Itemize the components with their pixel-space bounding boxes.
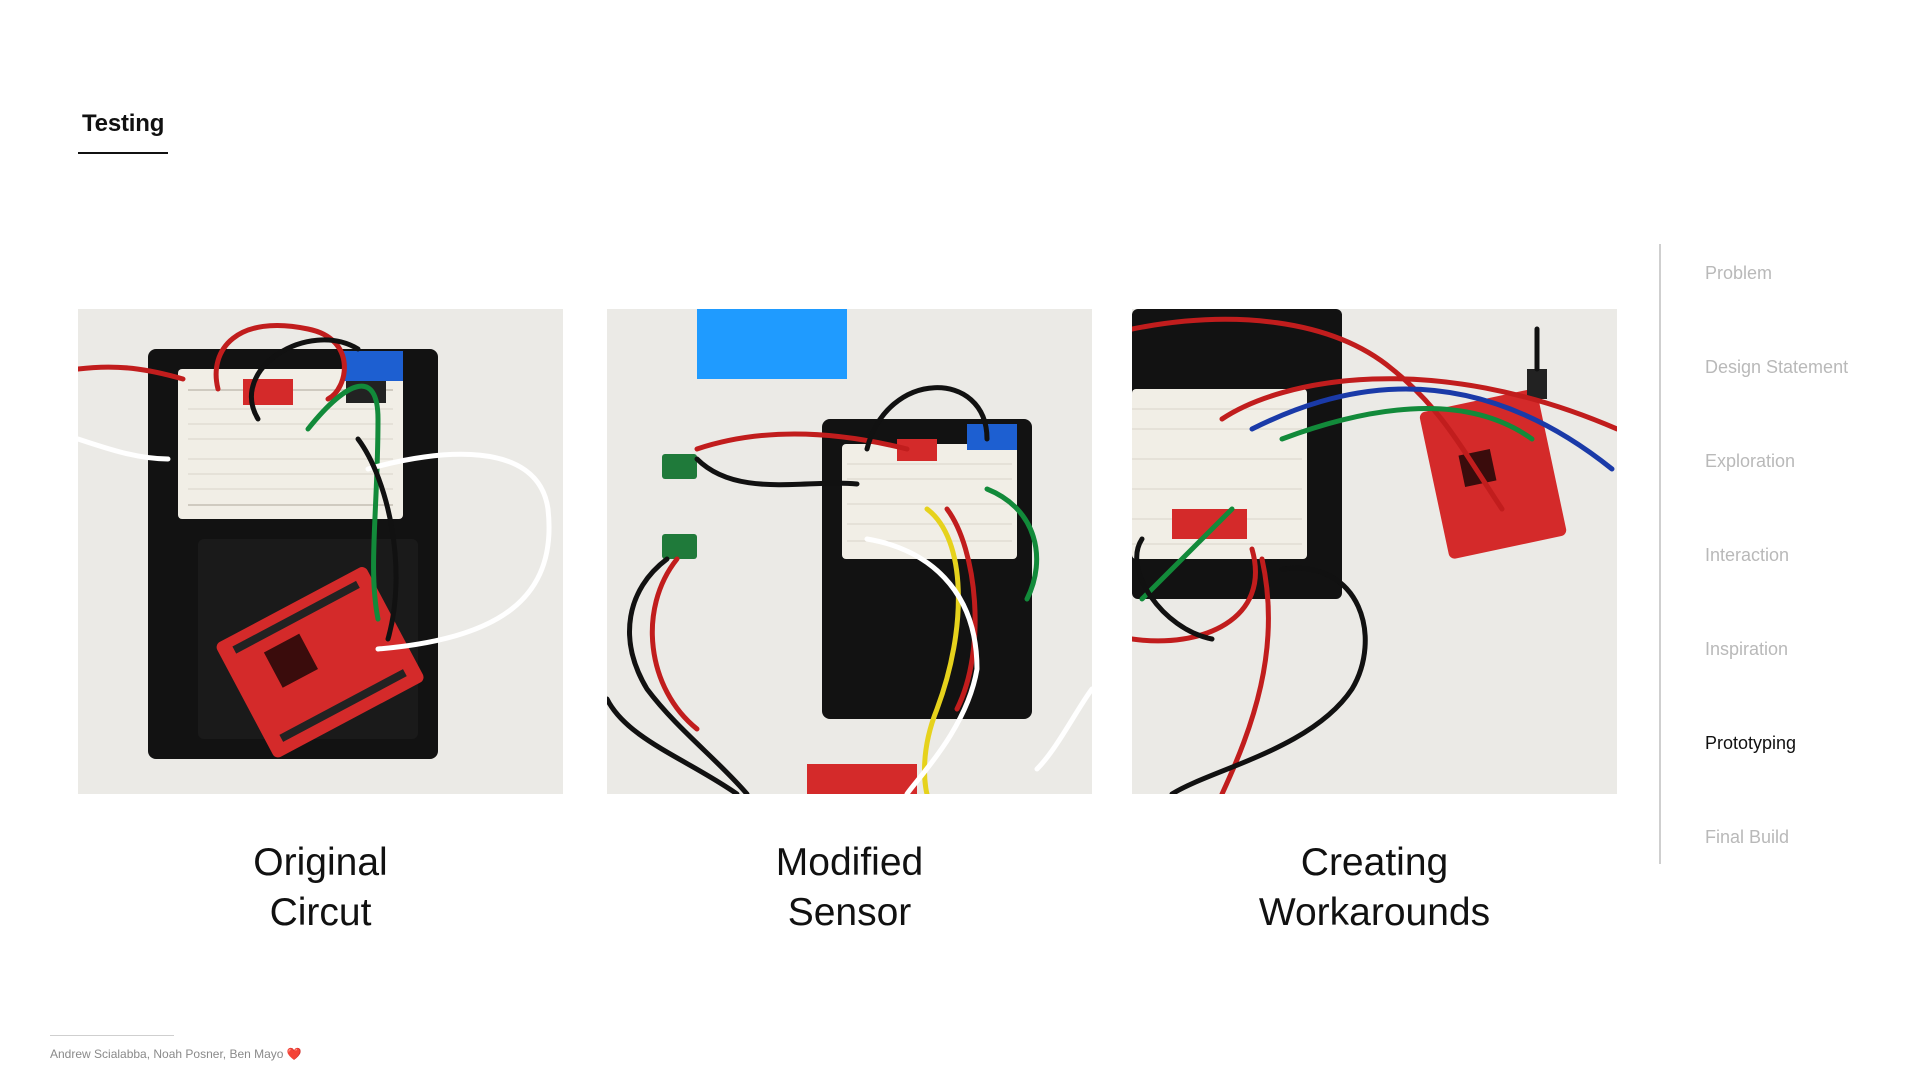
footer-authors: Andrew Scialabba, Noah Posner, Ben Mayo <box>50 1047 284 1061</box>
caption-line: Creating <box>1300 841 1449 884</box>
nav-divider <box>1659 244 1661 864</box>
nav-item-final-build[interactable]: Final Build <box>1705 827 1790 847</box>
caption-original-circut: Original Circut <box>78 838 563 938</box>
caption-modified-sensor: Modified Sensor <box>607 838 1092 938</box>
caption-line: Original <box>253 841 388 884</box>
photo-original-circuit <box>78 309 563 794</box>
nav-item-problem[interactable]: Problem <box>1705 263 1773 283</box>
heart-icon: ❤️ <box>286 1047 302 1061</box>
caption-line: Modified <box>775 841 924 884</box>
nav-item-exploration[interactable]: Exploration <box>1705 451 1796 471</box>
section-title: Testing <box>82 110 165 137</box>
nav-item-design-statement[interactable]: Design Statement <box>1705 357 1849 377</box>
caption-line: Circut <box>269 891 372 934</box>
nav-item-inspiration[interactable]: Inspiration <box>1705 639 1789 659</box>
nav-item-prototyping[interactable]: Prototyping <box>1705 733 1797 753</box>
caption-creating-workarounds: Creating Workarounds <box>1132 838 1617 938</box>
photo-creating-workarounds <box>1132 309 1617 794</box>
nav-item-interaction[interactable]: Interaction <box>1705 545 1790 565</box>
section-title-underline <box>78 152 168 154</box>
footer-credits: Andrew Scialabba, Noah Posner, Ben Mayo❤… <box>50 1047 301 1061</box>
photo-modified-sensor <box>607 309 1092 794</box>
caption-line: Workarounds <box>1258 891 1491 934</box>
footer-divider <box>50 1035 174 1036</box>
caption-line: Sensor <box>787 891 912 934</box>
section-nav: Problem Design Statement Exploration Int… <box>1705 258 1848 916</box>
